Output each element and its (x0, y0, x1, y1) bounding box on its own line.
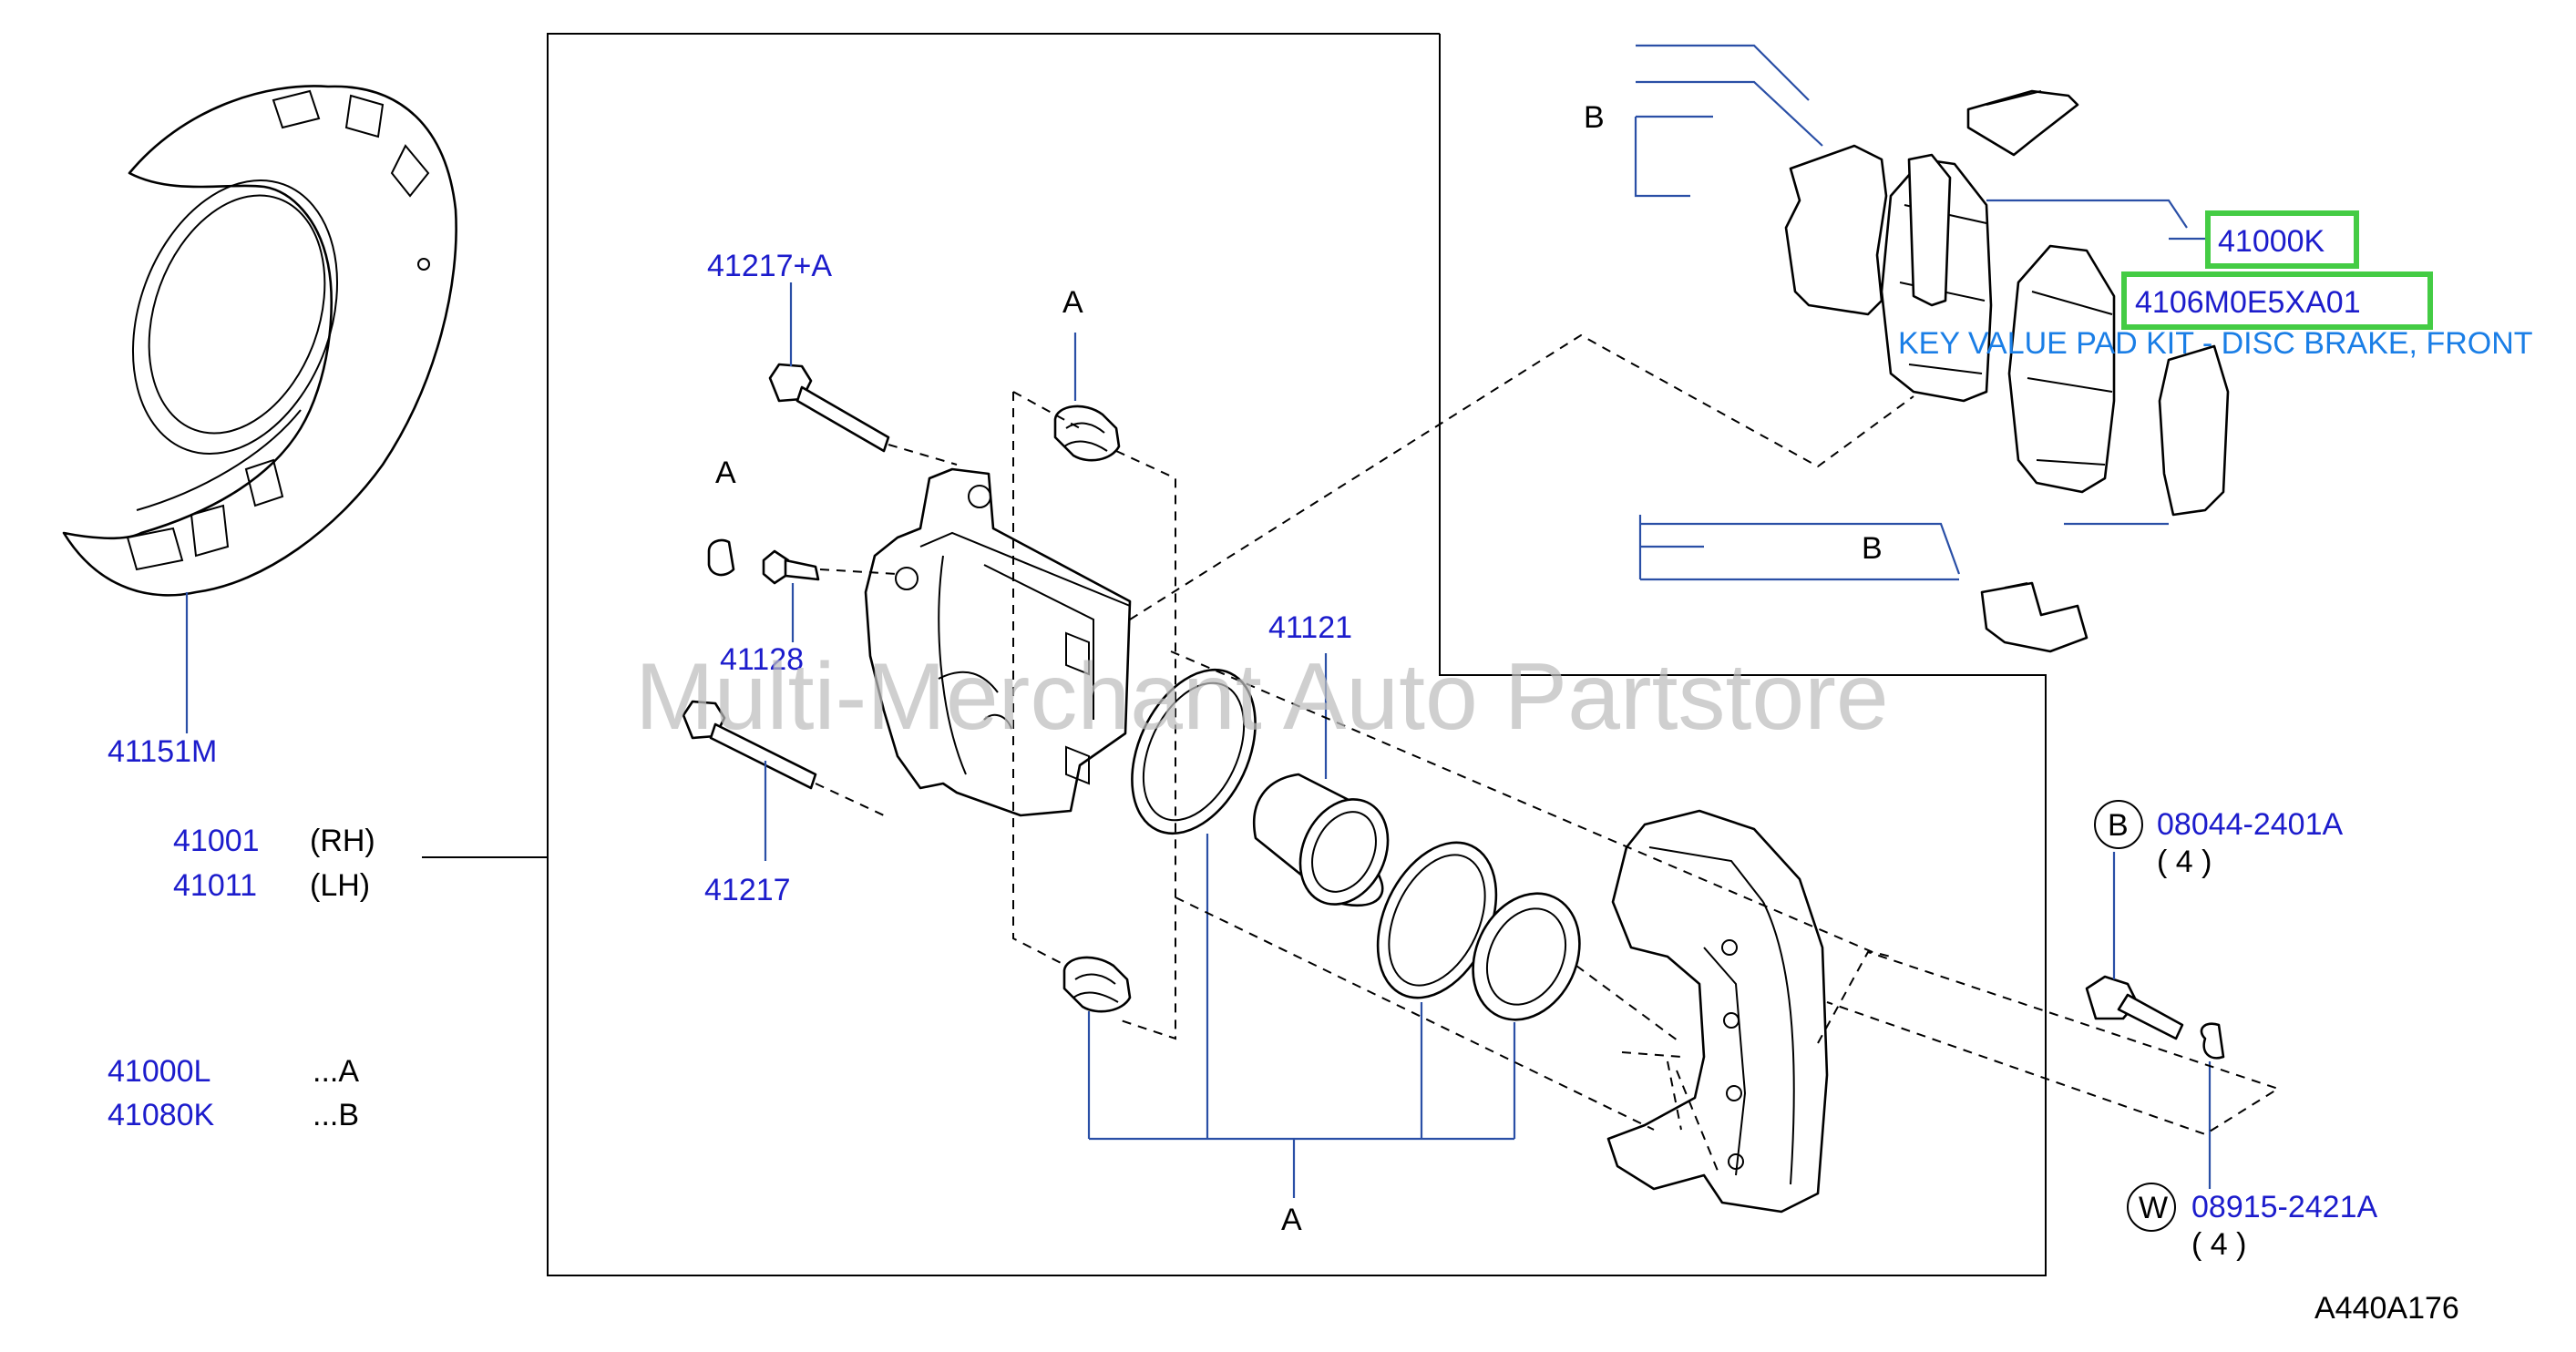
label-pad-kit[interactable]: 41000K (2218, 224, 2325, 259)
label-ref-a-bleeder: A (715, 456, 736, 490)
pad-kit-highlight (2205, 210, 2359, 269)
bleeder-screw (707, 538, 820, 585)
pad-retainer-clip-upper (1966, 89, 2079, 157)
washer-ref-circle (2127, 1183, 2176, 1232)
mounting-bolt (2085, 975, 2184, 1040)
caliper-boot-lower (1062, 956, 1132, 1013)
caliper-boot-upper (1053, 405, 1121, 462)
dust-shield (62, 85, 457, 597)
pad-kit-alt-highlight (2121, 271, 2433, 330)
label-caliper-lh[interactable]: 41011 (173, 868, 257, 903)
label-seal-kit[interactable]: 41000L (108, 1054, 210, 1089)
label-ref-b-upper: B (1584, 100, 1605, 135)
pad-kit-description: KEY VALUE PAD KIT - DISC BRAKE, FRONT (1898, 326, 2533, 361)
piston (1253, 773, 1390, 907)
label-caliper-rh-side: (RH) (310, 824, 375, 858)
slide-pin-bolt-lower (682, 700, 817, 790)
pad-retainer-clip-lower (1980, 581, 2089, 653)
label-ref-a-boot: A (1062, 285, 1083, 320)
label-dust-shield[interactable]: 41151M (108, 734, 217, 769)
label-pad-kit-alt[interactable]: 4106M0E5XA01 (2135, 285, 2361, 320)
label-washer-qty: ( 4 ) (2191, 1227, 2246, 1262)
caliper-assembly-frame (422, 33, 2047, 1276)
label-caliper-lh-side: (LH) (310, 868, 370, 903)
piston-seal (1131, 668, 1257, 835)
label-bolt[interactable]: 08044-2401A (2157, 807, 2344, 842)
caliper-support-bracket (1606, 809, 1829, 1214)
diagram-code: A440A176 (2314, 1291, 2459, 1326)
ref-a-bracket (1087, 834, 1516, 1198)
caliper-body (864, 467, 1132, 817)
label-hardware-kit[interactable]: 41080K (108, 1098, 215, 1132)
label-seal-kit-ref: ...A (313, 1054, 359, 1089)
bolt-ref-circle (2094, 800, 2143, 849)
washer-ref-letter: W (2139, 1191, 2168, 1225)
seal-ring (1472, 892, 1581, 1021)
label-caliper-rh[interactable]: 41001 (173, 824, 260, 858)
label-bleeder[interactable]: 41128 (720, 642, 804, 677)
pad-kit-leaders (1634, 44, 2205, 581)
assembly-dashes (815, 333, 2281, 1172)
brake-pad-outer (2007, 244, 2116, 494)
lock-washer (2200, 1022, 2225, 1060)
slide-pin-bolt-upper (768, 363, 890, 453)
label-ref-a-seals: A (1281, 1203, 1302, 1237)
label-slide-pin[interactable]: 41217 (704, 873, 791, 907)
label-piston[interactable]: 41121 (1268, 610, 1352, 645)
bolt-ref-letter: B (2108, 808, 2129, 843)
pad-shim-inner (2158, 344, 2230, 517)
label-ref-b-lower: B (1862, 531, 1883, 566)
pad-shim-outer (1784, 144, 1952, 316)
label-pin-bolt-kit[interactable]: 41217+A (707, 249, 832, 283)
label-bolt-qty: ( 4 ) (2157, 845, 2212, 879)
label-hardware-kit-ref: ...B (313, 1098, 359, 1132)
watermark: Multi-Merchant Auto Partstore (635, 644, 1889, 750)
label-washer[interactable]: 08915-2421A (2191, 1190, 2378, 1224)
